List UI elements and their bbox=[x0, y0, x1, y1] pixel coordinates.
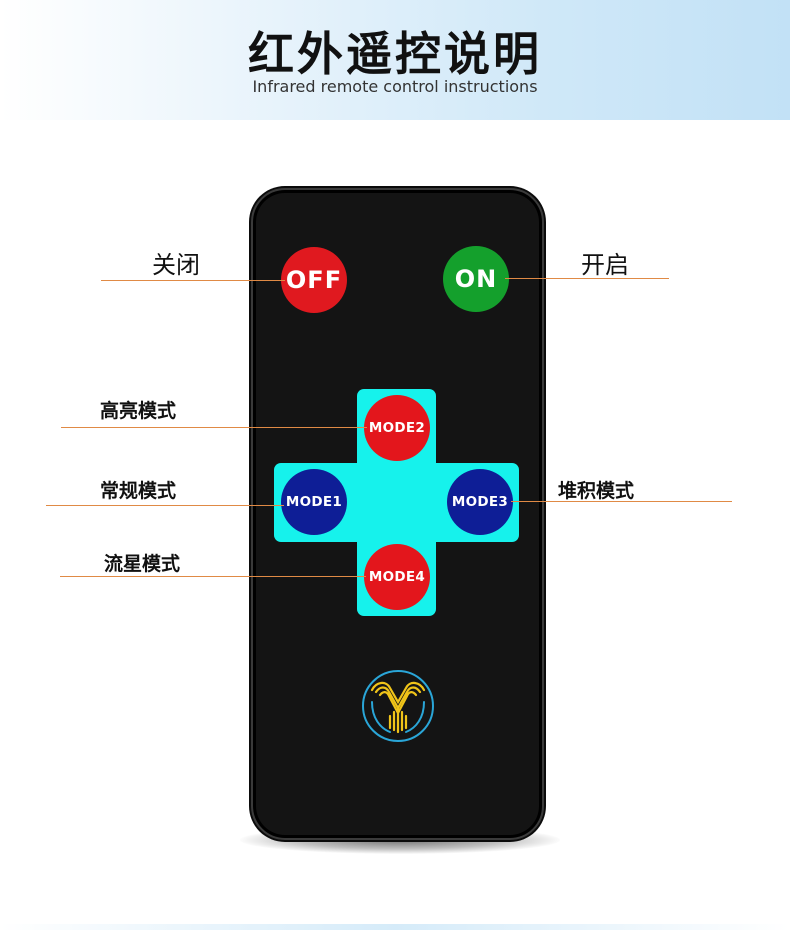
mode2-annotation: 高亮模式 bbox=[100, 400, 177, 422]
mode1-leader-line bbox=[46, 505, 284, 506]
on-button[interactable]: ON bbox=[443, 246, 509, 312]
mode1-button[interactable]: MODE1 bbox=[281, 469, 347, 535]
mode2-leader-line bbox=[61, 427, 367, 428]
off-button[interactable]: OFF bbox=[281, 247, 347, 313]
on-leader-line bbox=[505, 278, 669, 279]
off-leader-line bbox=[101, 280, 285, 281]
mode3-leader-line bbox=[511, 501, 732, 502]
brand-logo-icon bbox=[362, 670, 434, 742]
mode2-button[interactable]: MODE2 bbox=[364, 395, 430, 461]
mode3-button[interactable]: MODE3 bbox=[447, 469, 513, 535]
page-subtitle: Infrared remote control instructions bbox=[252, 77, 538, 96]
mode4-button[interactable]: MODE4 bbox=[364, 544, 430, 610]
page-title: 红外遥控说明 bbox=[248, 27, 542, 81]
mode4-annotation: 流星模式 bbox=[104, 553, 181, 575]
mode3-annotation: 堆积模式 bbox=[558, 480, 635, 502]
mode1-annotation: 常规模式 bbox=[100, 480, 177, 502]
footer-divider bbox=[0, 924, 790, 930]
header-banner: 红外遥控说明 Infrared remote control instructi… bbox=[0, 0, 790, 120]
mode4-leader-line bbox=[60, 576, 366, 577]
on-annotation: 开启 bbox=[581, 251, 629, 279]
off-annotation: 关闭 bbox=[152, 251, 200, 279]
